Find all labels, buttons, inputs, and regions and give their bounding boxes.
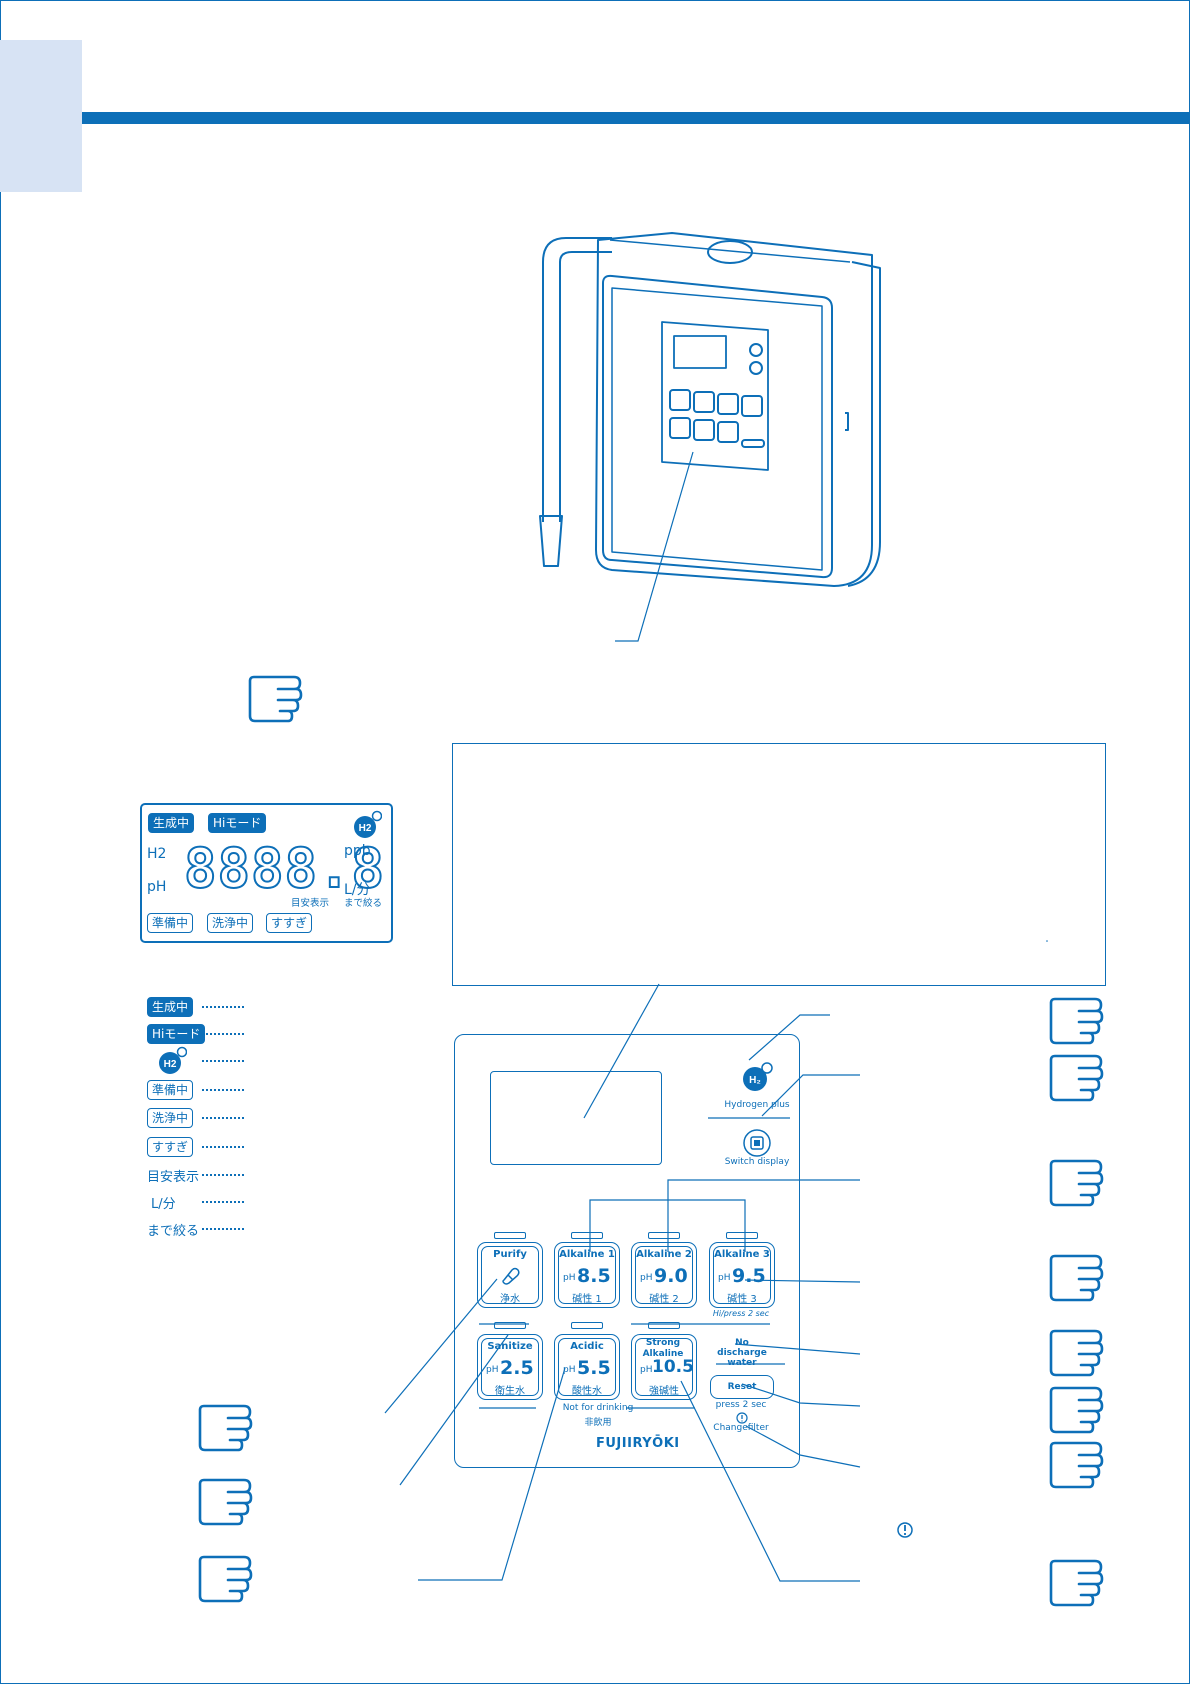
lcd-tag-generating: 生成中 bbox=[148, 813, 195, 833]
pointing-hand-icon bbox=[198, 1404, 253, 1452]
legend-leader bbox=[202, 1146, 244, 1148]
pointing-hand-icon bbox=[248, 675, 303, 723]
lcd-digits: 8888.8 bbox=[183, 837, 386, 900]
legend-rinsing: すすぎ bbox=[147, 1137, 194, 1157]
lcd-guide-display: 目安表示 bbox=[291, 898, 330, 909]
lcd-tag-preparing: 準備中 bbox=[147, 913, 194, 933]
filter-alert-icon bbox=[897, 1522, 913, 1538]
mode-indicator bbox=[648, 1232, 680, 1239]
not-for-drinking-label: Not for drinking bbox=[562, 1403, 634, 1413]
hydrogen-plus-label: Hydrogen plus bbox=[724, 1100, 790, 1110]
legend-leader bbox=[202, 1033, 244, 1035]
lcd-label-h2: H2 bbox=[147, 846, 167, 862]
alkaline-3-button[interactable]: Alkaline 3 pH 9.5 碱性 3 bbox=[709, 1242, 775, 1308]
legend-preparing: 準備中 bbox=[147, 1080, 194, 1100]
purify-capsule-icon bbox=[502, 1267, 520, 1285]
legend-leader bbox=[202, 1006, 244, 1008]
h2-bubble-icon: H2 bbox=[354, 810, 382, 838]
strong-alkaline-button[interactable]: Strong Alkaline pH 10.5 強碱性 bbox=[631, 1334, 697, 1400]
legend-leader bbox=[202, 1174, 244, 1176]
switch-display-icon[interactable] bbox=[742, 1128, 772, 1158]
hydrogen-plus-icon: H₂ bbox=[743, 1062, 773, 1091]
lcd-unit-lmin: L/分 bbox=[344, 882, 371, 898]
svg-text:H2: H2 bbox=[359, 823, 372, 834]
lcd-throttle: まで絞る bbox=[344, 898, 383, 909]
section-side-tab bbox=[0, 40, 82, 192]
switch-display-label: Switch display bbox=[724, 1157, 790, 1167]
lcd-unit-ppb: ppb bbox=[344, 843, 371, 859]
legend-hi-mode: Hiモード bbox=[147, 1024, 206, 1044]
pointing-hand-icon bbox=[1049, 1441, 1104, 1489]
brand-logo: FUJIIRYŌKI bbox=[596, 1436, 680, 1451]
not-for-drinking-jp-label: 非飲用 bbox=[584, 1418, 612, 1428]
reset-button[interactable]: Reset bbox=[710, 1375, 774, 1399]
lcd-display bbox=[140, 803, 393, 943]
legend-leader bbox=[202, 1089, 244, 1091]
lcd-tag-rinsing: すすぎ bbox=[266, 913, 313, 933]
change-filter-alert-icon bbox=[736, 1412, 748, 1424]
panel-display bbox=[490, 1071, 662, 1165]
mode-indicator bbox=[571, 1232, 603, 1239]
mode-indicator bbox=[726, 1232, 758, 1239]
lcd-tag-cleaning: 洗浄中 bbox=[207, 913, 254, 933]
pointing-hand-icon bbox=[1049, 1559, 1104, 1607]
header-rule bbox=[82, 112, 1190, 124]
pointing-hand-icon bbox=[1049, 1159, 1104, 1207]
alkaline-2-button[interactable]: Alkaline 2 pH 9.0 碱性 2 bbox=[631, 1242, 697, 1308]
no-discharge-label: No discharge water bbox=[717, 1338, 767, 1368]
legend-leader bbox=[202, 1201, 244, 1203]
alkaline-1-button[interactable]: Alkaline 1 pH 8.5 碱性 1 bbox=[554, 1242, 620, 1308]
pointing-hand-icon bbox=[1049, 1329, 1104, 1377]
control-panel bbox=[454, 1034, 800, 1468]
pointing-hand-icon bbox=[1049, 1054, 1104, 1102]
legend-guide-display: 目安表示 bbox=[147, 1170, 200, 1185]
notes-box bbox=[452, 743, 1106, 986]
mode-indicator bbox=[494, 1232, 526, 1239]
legend-leader bbox=[202, 1117, 244, 1119]
mode-indicator bbox=[648, 1322, 680, 1329]
mode-indicator bbox=[571, 1322, 603, 1329]
legend-throttle: まで絞る bbox=[147, 1224, 200, 1239]
legend-h2-icon: H2 bbox=[159, 1046, 187, 1074]
legend-leader bbox=[202, 1060, 244, 1062]
hi-press-hint: Hi/press 2 sec bbox=[712, 1309, 770, 1318]
pointing-hand-icon bbox=[198, 1478, 253, 1526]
legend-lmin: L/分 bbox=[151, 1197, 176, 1212]
pointing-hand-icon bbox=[1049, 997, 1104, 1045]
mode-indicator bbox=[494, 1322, 526, 1329]
lcd-tag-hi-mode: Hiモード bbox=[208, 813, 267, 833]
pointing-hand-icon bbox=[1049, 1254, 1104, 1302]
legend-leader bbox=[202, 1228, 244, 1230]
svg-text:H2: H2 bbox=[164, 1059, 177, 1070]
legend-cleaning: 洗浄中 bbox=[147, 1108, 194, 1128]
sanitize-button[interactable]: Sanitize pH 2.5 衛生水 bbox=[477, 1334, 543, 1400]
purify-button[interactable]: Purify 浄水 bbox=[477, 1242, 543, 1308]
press-2-sec-hint: press 2 sec bbox=[715, 1400, 767, 1410]
pointing-hand-icon bbox=[198, 1555, 253, 1603]
lcd-label-ph: pH bbox=[147, 879, 167, 895]
svg-text:H₂: H₂ bbox=[749, 1075, 761, 1086]
legend-generating: 生成中 bbox=[147, 997, 194, 1017]
change-filter-label: Changefilter bbox=[713, 1423, 769, 1433]
pointing-hand-icon bbox=[1049, 1386, 1104, 1434]
acidic-button[interactable]: Acidic pH 5.5 酸性水 bbox=[554, 1334, 620, 1400]
